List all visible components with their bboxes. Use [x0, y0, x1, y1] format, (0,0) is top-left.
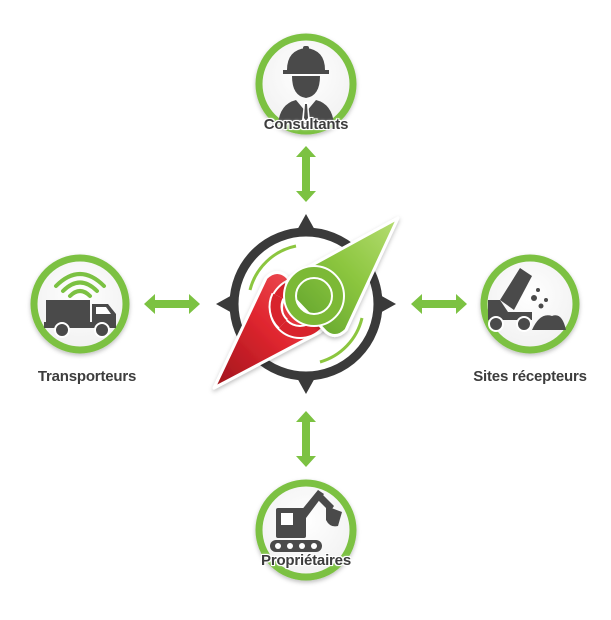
arrow-right-connector [411, 294, 467, 314]
consultant-icon [278, 46, 334, 124]
node-sites-recepteurs [480, 254, 580, 354]
dump-truck-icon [488, 268, 566, 332]
node-label-proprietaires: Propriétaires [261, 552, 351, 569]
node-label-transporteurs: Transporteurs [37, 368, 137, 385]
node-proprietaires [255, 479, 357, 581]
compass-icon [212, 214, 400, 394]
arrow-left-connector [144, 294, 200, 314]
node-label-sites-recepteurs: Sites récepteurs [473, 368, 587, 385]
node-transporteurs [30, 254, 130, 354]
node-label-consultants: Consultants [263, 116, 349, 133]
arrow-top-connector [296, 146, 316, 202]
excavator-icon [270, 490, 342, 552]
truck-icon [44, 272, 116, 338]
node-consultants [255, 33, 357, 135]
arrow-bottom-connector [296, 411, 316, 467]
